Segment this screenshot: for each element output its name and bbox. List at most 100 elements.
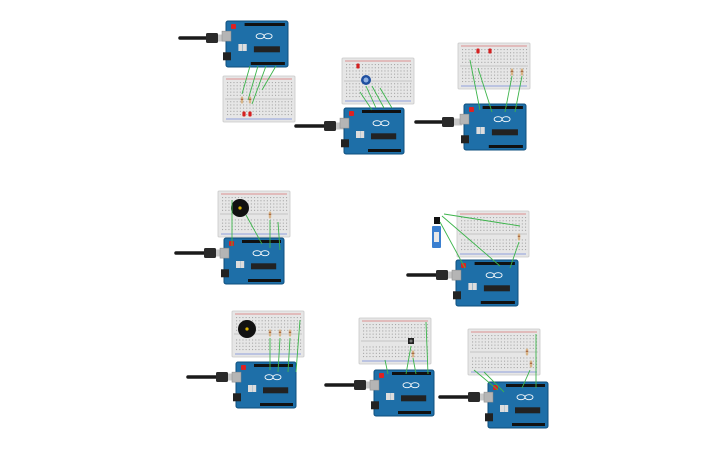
wire	[295, 319, 301, 373]
resistor	[240, 96, 244, 104]
wire	[521, 369, 531, 389]
analog-header	[512, 423, 545, 426]
wire	[241, 65, 251, 95]
wire	[287, 337, 291, 373]
wire	[477, 67, 493, 113]
led	[476, 48, 480, 54]
breadboard[interactable]	[467, 328, 541, 376]
power-jack	[233, 393, 241, 402]
usb-cable[interactable]	[174, 248, 224, 258]
breadboard[interactable]	[222, 75, 296, 123]
analog-header	[398, 411, 431, 414]
power-jack	[341, 139, 349, 148]
resistor	[411, 350, 415, 358]
potentiometer	[361, 75, 371, 85]
reset-button	[241, 365, 246, 370]
breadboard[interactable]	[457, 42, 531, 90]
usb-cable[interactable]	[294, 121, 344, 131]
reset-button	[349, 111, 354, 116]
led	[356, 63, 360, 69]
analog-header	[248, 279, 281, 282]
usb-port	[451, 269, 462, 281]
microcontroller-chip	[401, 395, 427, 402]
digital-header	[362, 110, 401, 113]
circuit-2[interactable]	[294, 57, 415, 155]
usb-cable[interactable]	[324, 380, 374, 390]
wire	[483, 371, 505, 393]
power-jack	[371, 401, 379, 410]
resistor	[278, 329, 282, 337]
power-jack	[221, 269, 229, 278]
resistor	[525, 348, 529, 356]
circuit-4[interactable]	[174, 190, 291, 285]
arduino-board[interactable]	[339, 107, 405, 155]
digital-header	[254, 364, 293, 367]
usb-port	[459, 113, 470, 125]
piezo-buzzer	[238, 320, 256, 338]
usb-cable[interactable]	[438, 392, 488, 402]
breadboard[interactable]	[358, 317, 432, 365]
usb-port	[219, 247, 230, 259]
wire	[509, 241, 520, 269]
wire	[412, 357, 417, 375]
circuit-8[interactable]	[438, 328, 549, 429]
wire	[277, 337, 281, 373]
usb-cable[interactable]	[414, 117, 462, 127]
digital-header	[392, 372, 431, 375]
microcontroller-chip	[515, 407, 541, 414]
arduino-board[interactable]	[459, 103, 527, 151]
wire	[425, 321, 429, 375]
circuit-6[interactable]	[186, 310, 305, 409]
microcontroller-chip	[253, 46, 280, 53]
wire	[514, 75, 523, 113]
microcontroller-chip	[483, 285, 510, 292]
reset-button	[469, 107, 474, 112]
wire	[371, 85, 385, 109]
reset-button	[229, 241, 234, 246]
digital-header	[242, 240, 281, 243]
piezo-buzzer	[231, 199, 249, 217]
wire	[441, 215, 501, 267]
arduino-board[interactable]	[221, 20, 289, 68]
microcontroller-chip	[263, 387, 289, 394]
digital-header	[244, 23, 285, 26]
usb-cable[interactable]	[186, 372, 236, 382]
arduino-board[interactable]	[231, 361, 297, 409]
analog-header	[260, 403, 293, 406]
microcontroller-chip	[371, 133, 397, 140]
digital-header	[474, 262, 515, 265]
circuit-1[interactable]	[178, 20, 296, 123]
circuit-7[interactable]	[324, 317, 435, 417]
circuit-3[interactable]	[414, 42, 531, 151]
reset-button	[231, 24, 236, 29]
power-jack	[485, 413, 493, 422]
analog-header	[480, 301, 515, 304]
arduino-board[interactable]	[451, 259, 519, 307]
wire	[379, 87, 393, 109]
breadboard[interactable]	[456, 210, 530, 258]
arduino-board[interactable]	[483, 381, 549, 429]
usb-cable[interactable]	[178, 33, 226, 43]
wire	[245, 214, 263, 245]
pushbutton	[408, 338, 414, 344]
led	[242, 111, 246, 117]
arduino-board[interactable]	[369, 369, 435, 417]
usb-port	[221, 30, 232, 42]
circuit-5[interactable]	[406, 210, 530, 307]
power-jack	[461, 135, 469, 144]
arduino-board[interactable]	[219, 237, 285, 285]
power-jack	[223, 52, 231, 61]
digital-header	[482, 106, 523, 109]
wire	[277, 221, 281, 251]
resistor	[520, 68, 524, 76]
digital-header	[506, 384, 545, 387]
wire	[443, 213, 521, 227]
resistor	[268, 211, 272, 219]
servo-motor	[432, 217, 441, 248]
wire	[247, 65, 259, 101]
wire	[405, 345, 412, 375]
usb-cable[interactable]	[406, 270, 456, 280]
resistor	[248, 96, 252, 104]
usb-port	[231, 371, 242, 383]
